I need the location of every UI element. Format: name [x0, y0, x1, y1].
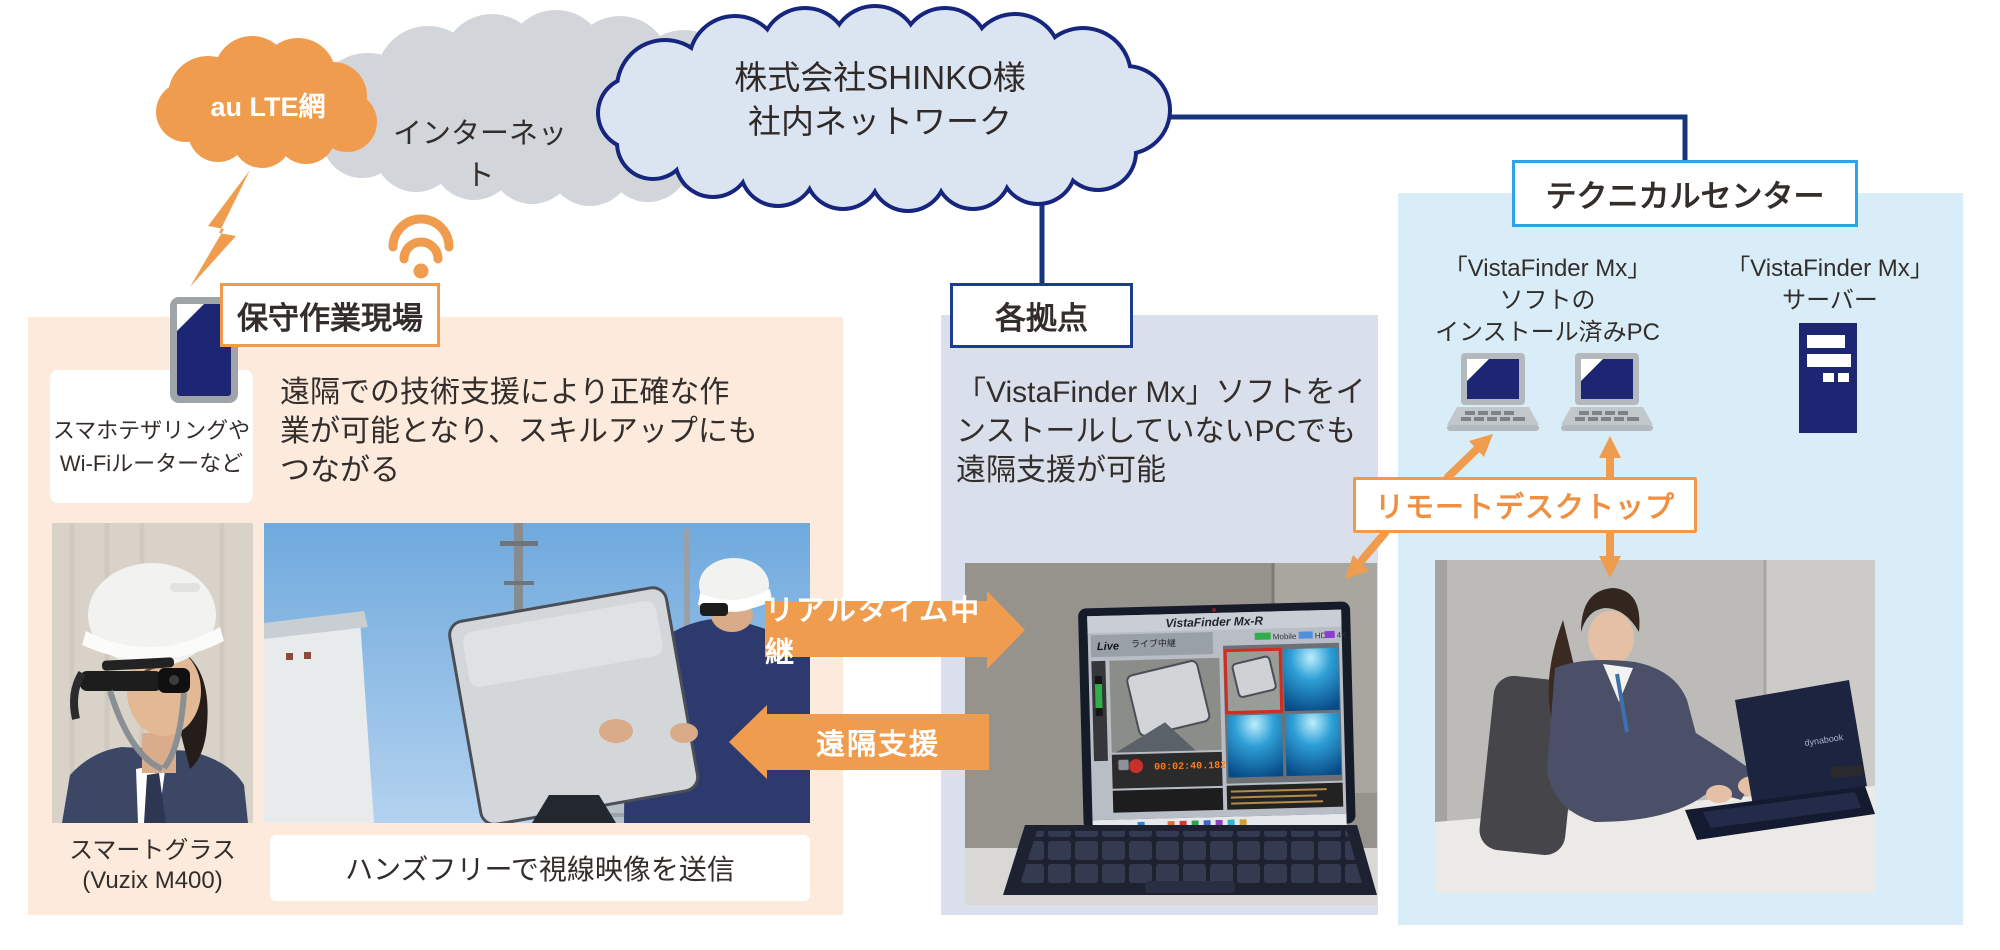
antenna-work-photo — [264, 523, 810, 823]
au-lte-label: au LTE網 — [210, 92, 326, 122]
laptop-badge-mobile: Mobile — [1273, 632, 1297, 642]
installed-pc-label-line3: インストール済みPC — [1435, 319, 1660, 346]
internet-label: インターネット — [392, 118, 567, 192]
maintenance-site-title: 保守作業現場 — [237, 300, 423, 336]
vistafinder-laptop-photo: VistaFinder Mx-R Live ライブ中継 Mobile HD 4K — [965, 563, 1377, 905]
remote-support-banner: 遠隔支援 — [767, 714, 989, 770]
server-label-line1: 「VistaFinder Mx」 — [1726, 255, 1934, 282]
maintenance-description: 遠隔での技術支援により正確な作 業が可能となり、スキルアップにも つながる — [280, 373, 820, 490]
smartglass-caption: スマートグラス (Vuzix M400) — [52, 836, 253, 896]
network-clouds-graphic — [156, 4, 1688, 287]
shinko-network-label: 株式会社SHINKO様 社内ネットワーク — [680, 56, 1080, 144]
pc-laptop-icon — [1447, 353, 1539, 433]
remote-support-arrowhead-icon — [729, 705, 767, 779]
installed-pc-label-line1: 「VistaFinder Mx」 — [1443, 255, 1652, 282]
laptop-live-label: Live — [1097, 640, 1119, 653]
laptop-timecode: 00:02:40.182 — [1154, 761, 1226, 774]
smartphone-icon — [170, 297, 238, 403]
maintenance-description-line2: 業が可能となり、スキルアップにも — [280, 415, 758, 448]
remote-support-label: 遠隔支援 — [815, 729, 940, 761]
handsfree-caption: ハンズフリーで視線映像を送信 — [345, 854, 735, 885]
shinko-network-line2: 社内ネットワーク — [748, 103, 1012, 140]
smartglass-caption-line1: スマートグラス — [69, 837, 236, 864]
technical-center-operator-photo: dynabook — [1435, 560, 1875, 893]
laptop-badge-hd: HD — [1315, 631, 1327, 640]
laptop-badge-4k: 4K — [1337, 631, 1348, 640]
handsfree-caption-box: ハンズフリーで視線映像を送信 — [270, 835, 810, 901]
shinko-cloud — [600, 8, 1168, 209]
tethering-note-line2: Wi-Fiルーターなど — [59, 451, 244, 476]
sites-description-line2: ンストールしていないPCでも — [956, 415, 1357, 448]
shinko-network-line1: 株式会社SHINKO様 — [734, 59, 1026, 96]
server-label: 「VistaFinder Mx」 サーバー — [1700, 253, 1960, 317]
maintenance-description-line3: つながる — [280, 454, 400, 487]
realtime-relay-arrowhead-icon — [987, 591, 1025, 669]
sites-title: 各拠点 — [995, 301, 1088, 336]
realtime-relay-banner: リアルタイム中継 — [765, 595, 987, 669]
smartglass-caption-line2: (Vuzix M400) — [82, 867, 223, 894]
tethering-note-text: スマホテザリングや Wi-Fiルーターなど — [50, 414, 253, 480]
sites-title-box: 各拠点 — [950, 283, 1133, 348]
maintenance-site-title-box: 保守作業現場 — [220, 283, 440, 347]
installed-pc-label: 「VistaFinder Mx」 ソフトの インストール済みPC — [1420, 253, 1675, 349]
server-icon — [1799, 323, 1857, 433]
server-label-line2: サーバー — [1782, 287, 1878, 314]
realtime-relay-label: リアルタイム中継 — [765, 595, 982, 669]
tethering-note-line1: スマホテザリングや — [52, 418, 251, 443]
technical-center-title-box: テクニカルセンター — [1512, 160, 1858, 227]
sites-description-line3: 遠隔支援が可能 — [956, 454, 1166, 487]
remote-desktop-label: リモートデスクトップ — [1374, 492, 1675, 524]
network-connector-lines — [1039, 114, 1688, 285]
pc-laptop-icon — [1561, 353, 1653, 433]
lightning-bolt-icon — [190, 170, 250, 287]
installed-pc-label-line2: ソフトの — [1499, 287, 1596, 314]
maintenance-description-line1: 遠隔での技術支援により正確な作 — [280, 376, 730, 409]
technical-center-title: テクニカルセンター — [1545, 179, 1825, 214]
remote-desktop-box: リモートデスクトップ — [1353, 477, 1697, 533]
sites-description-line1: 「VistaFinder Mx」ソフトをイ — [956, 376, 1366, 409]
smartglass-worker-photo — [52, 523, 253, 823]
laptop-screen-title: VistaFinder Mx-R — [1165, 614, 1263, 631]
au-lte-cloud — [156, 36, 377, 168]
sites-description: 「VistaFinder Mx」ソフトをイ ンストールしていないPCでも 遠隔支… — [956, 373, 1376, 490]
wifi-icon — [388, 214, 454, 279]
laptop-live-mode-label: ライブ中継 — [1131, 637, 1176, 649]
